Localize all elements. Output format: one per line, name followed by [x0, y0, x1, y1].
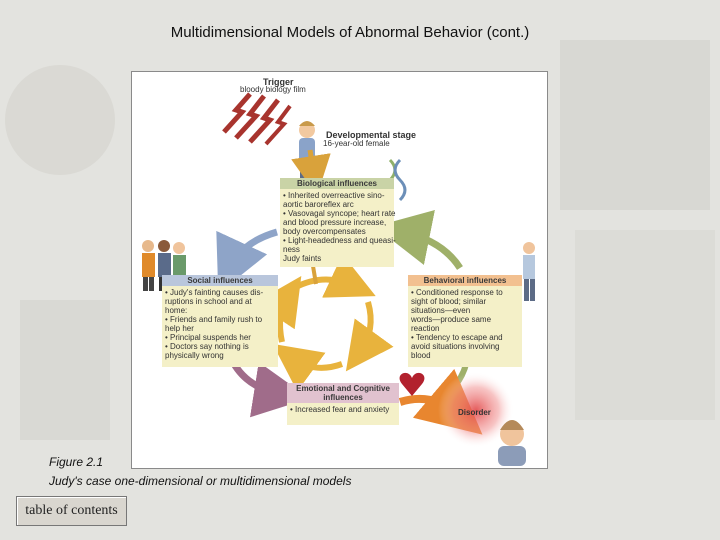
list-item: aortic baroreflex arc — [283, 200, 354, 209]
developmental-stage-subtitle: 16-year-old female — [323, 139, 390, 148]
list-item: • Principal suspends her — [165, 333, 251, 342]
social-influences-box: Social influences • Judy's fainting caus… — [162, 275, 278, 367]
list-item: words—produce same — [411, 315, 492, 324]
emotional-heading-line-1: Emotional and Cognitive — [296, 384, 390, 393]
list-item: • Doctors say nothing is — [165, 342, 249, 351]
list-item: home: — [165, 306, 188, 315]
behavioral-influences-list: • Conditioned response to sight of blood… — [408, 286, 522, 367]
emotional-cognitive-heading: Emotional and Cognitive influences — [287, 383, 399, 403]
multidimensional-model-figure: Trigger bloody biology film Developmenta… — [131, 71, 548, 469]
list-item: and blood pressure increase, — [283, 218, 387, 227]
biological-influences-box: Biological influences • Inherited overre… — [280, 178, 396, 267]
social-influences-heading: Social influences — [162, 275, 278, 286]
list-item: situations—even — [411, 306, 471, 315]
behavioral-influences-heading: Behavioral influences — [408, 275, 522, 286]
development-to-bio-arrow — [291, 149, 331, 196]
figure-label: Figure 2.1 — [49, 455, 104, 469]
list-item: • Friends and family rush to — [165, 315, 263, 324]
list-item: sight of blood; similar — [411, 297, 487, 306]
bio-to-social-arrow — [216, 228, 279, 294]
trigger-subtitle: bloody biology film — [240, 85, 306, 94]
biological-influences-heading: Biological influences — [280, 178, 394, 189]
biological-influences-list: • Inherited overreactive sino- aortic ba… — [280, 189, 396, 267]
figure-graphics — [142, 92, 535, 466]
disorder-person-icon — [438, 372, 526, 466]
list-item: • Vasovagal syncope; heart rate — [283, 209, 396, 218]
emotional-cognitive-list: • Increased fear and anxiety — [287, 403, 399, 425]
list-item: blood — [411, 351, 431, 360]
emotional-cognitive-influences-box: Emotional and Cognitive influences • Inc… — [287, 383, 399, 425]
list-item: help her — [165, 324, 194, 333]
list-item: ruptions in school and at — [165, 297, 252, 306]
trigger-title: Trigger — [263, 77, 294, 87]
disorder-label: Disorder — [458, 408, 491, 417]
list-item: • Increased fear and anxiety — [290, 405, 390, 414]
central-cycle-arrows — [254, 254, 394, 392]
figure-caption: Judy's case one-dimensional or multidime… — [49, 474, 352, 488]
emotional-heading-line-2: influences — [323, 393, 363, 402]
table-of-contents-button[interactable]: table of contents — [16, 496, 127, 526]
standing-person-icon — [523, 242, 535, 301]
behavioral-to-bio-arrow — [374, 210, 463, 270]
list-item: ness — [283, 245, 300, 254]
list-item: • Judy's fainting causes dis- — [165, 288, 264, 297]
list-item: • Conditioned response to — [411, 288, 503, 297]
list-item: avoid situations involving — [411, 342, 500, 351]
list-item: reaction — [411, 324, 440, 333]
list-item: • Light-headedness and queasi- — [283, 236, 396, 245]
trigger-lightning-icon — [222, 92, 292, 146]
list-item: • Inherited overreactive sino- — [283, 191, 385, 200]
list-item: body overcompensates — [283, 227, 366, 236]
developmental-stage-title: Developmental stage — [326, 130, 417, 140]
social-influences-list: • Judy's fainting causes dis- ruptions i… — [162, 286, 278, 367]
behavioral-influences-box: Behavioral influences • Conditioned resp… — [408, 275, 522, 367]
list-item: physically wrong — [165, 351, 224, 360]
heart-icon — [399, 372, 425, 396]
slide-title: Multidimensional Models of Abnormal Beha… — [170, 24, 530, 41]
list-item: • Tendency to escape and — [411, 333, 503, 342]
list-item: Judy faints — [283, 254, 322, 263]
